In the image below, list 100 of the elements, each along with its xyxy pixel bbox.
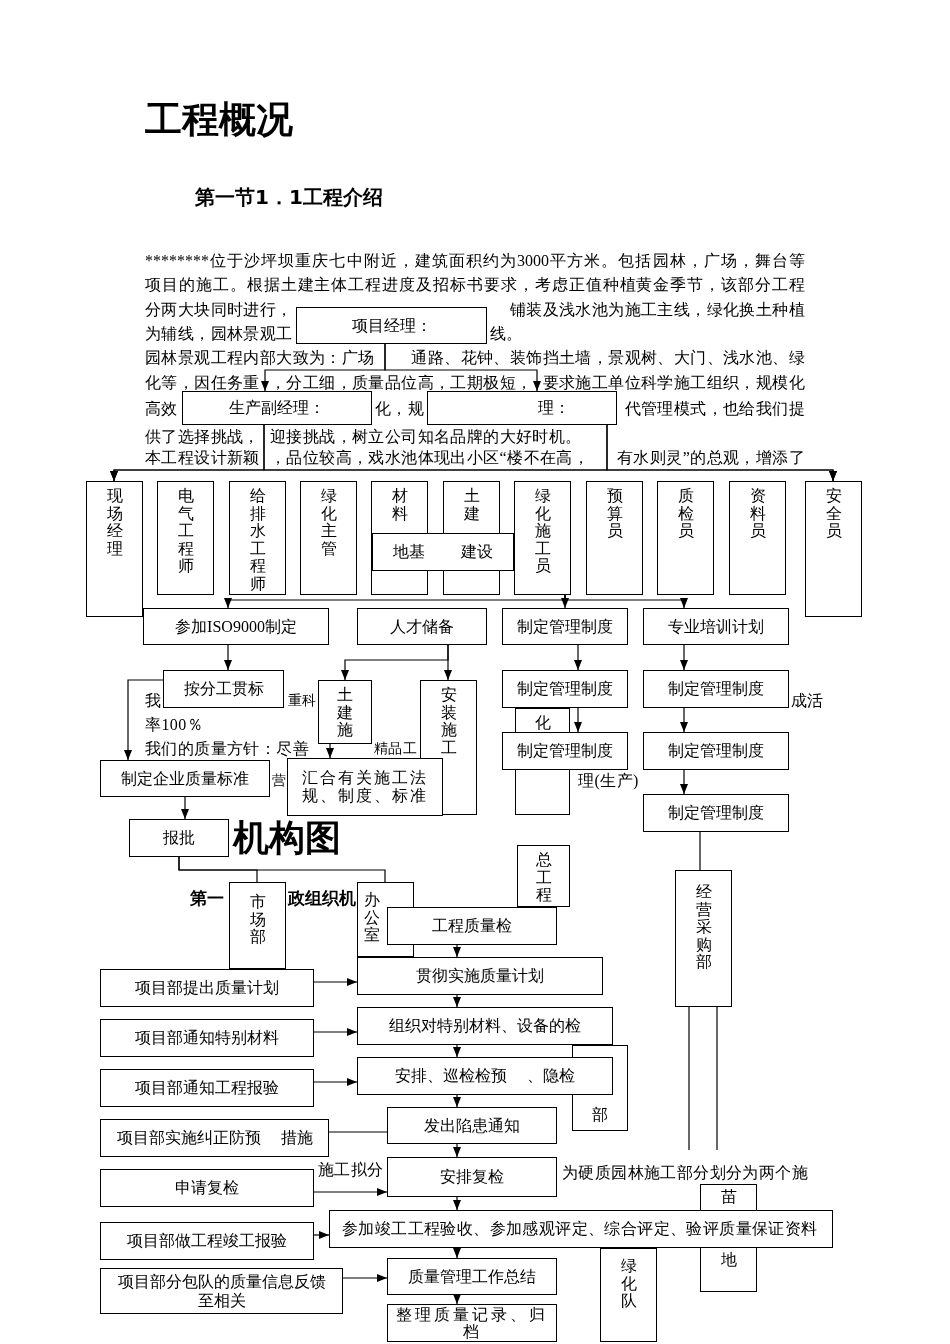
paragraph-text: ，品位较高，戏水池体现出小区“楼不在高， <box>270 449 590 467</box>
paragraph-text: 供了选择挑战， <box>145 428 260 446</box>
node-label: 安排复检 <box>440 1168 504 1186</box>
process-box <box>287 758 443 816</box>
paragraph-text: 本工程设计新颖 <box>145 449 260 467</box>
role-box <box>675 870 732 1007</box>
process-box <box>387 1157 557 1197</box>
page-title: 工程概况 <box>145 100 293 141</box>
connector-line <box>178 856 386 883</box>
role-box <box>229 481 286 595</box>
arrow <box>453 944 461 958</box>
paragraph-text: 精品工 <box>374 741 418 757</box>
paragraph-text: 率100％ <box>145 716 203 734</box>
arrow <box>313 1028 358 1036</box>
paragraph-text: 营 <box>272 773 287 789</box>
role-box <box>318 680 372 744</box>
process-box <box>129 819 229 857</box>
paragraph-text: 理(生产) <box>578 772 639 790</box>
org-chart-box <box>182 391 372 425</box>
node-label: 项目部分包队的质量信息反馈至相关 <box>116 1272 327 1310</box>
org-chart-box <box>296 307 487 344</box>
node-label: 地基 建设 <box>393 543 493 561</box>
paragraph-text: 要求施工单位科学施工组织，规模化 <box>542 374 805 392</box>
node-label: 发出陷患通知 <box>424 1116 520 1135</box>
node-label: 整理质量记录、归档 <box>395 1306 549 1340</box>
paragraph-text: 为硬质园林施工部分划分为两个施 <box>562 1164 808 1182</box>
arrow <box>453 1143 461 1158</box>
paragraph-text: 我们的质量方针：尽善 <box>145 740 309 758</box>
node-label: 土建 <box>463 487 480 523</box>
role-box <box>517 845 570 907</box>
node-label: 生产副经理： <box>229 399 325 417</box>
process-box <box>143 608 329 645</box>
role-box <box>229 882 286 969</box>
node-label: 制定管理制度 <box>668 804 764 822</box>
node-label: 绿化队 <box>620 1257 637 1310</box>
arrow <box>342 1274 388 1282</box>
node-label: 报批 <box>163 829 195 847</box>
paragraph-text: 项目的施工。根据土建主体工程进度及招标书要求，考虑正值种植黄金季节，该部分工程 <box>145 276 805 294</box>
node-label: 安全员 <box>825 487 842 540</box>
paragraph-text: 铺装及浅水池为施工主线，绿化换土种植 <box>509 301 805 319</box>
arrow <box>680 644 688 671</box>
node-label: 绿化施工员 <box>534 487 551 575</box>
process-box <box>387 907 557 945</box>
role-box <box>300 481 357 595</box>
heading-text: 第一 <box>190 889 224 908</box>
arrow <box>453 1044 461 1058</box>
process-box <box>329 1210 833 1248</box>
arrow <box>606 424 837 482</box>
node-label: 质量管理工作总结 <box>408 1267 536 1286</box>
node-label: 安排、巡检检预 、隐检 <box>395 1067 575 1085</box>
node-label: 总工程 <box>535 851 552 904</box>
arrow <box>574 707 582 733</box>
paragraph-text: 化，规 <box>375 400 425 418</box>
role-box <box>600 1248 657 1342</box>
process-box <box>387 1304 557 1342</box>
node-label: 申请复检 <box>175 1179 239 1197</box>
role-box <box>729 481 786 595</box>
node-label: 参加ISO9000制定 <box>175 617 297 636</box>
role-box <box>514 481 571 595</box>
connector-line <box>328 1131 388 1133</box>
node-label: 制定管理制度 <box>668 742 764 760</box>
node-label: 理： <box>538 399 570 417</box>
connector-line <box>716 1006 718 1151</box>
process-box <box>357 1057 613 1095</box>
node-label: 部 <box>592 1106 608 1124</box>
process-box <box>163 670 284 708</box>
paragraph-text: 迎接挑战，树立公司知名品牌的大好时机。 <box>270 428 582 446</box>
node-label: 贯彻实施质量计划 <box>416 967 544 985</box>
arrow <box>564 594 688 609</box>
connector-line <box>699 831 701 871</box>
process-box <box>100 1169 314 1207</box>
paragraph-text: 重科 <box>288 693 317 709</box>
process-box <box>100 1019 314 1057</box>
paragraph-text: 分两大块同时进行， <box>145 301 293 319</box>
node-label: 苗 <box>720 1188 737 1206</box>
org-chart-box <box>427 391 617 425</box>
arrow <box>313 1188 388 1196</box>
node-label: 安装施工 <box>440 686 457 757</box>
process-box <box>100 1119 329 1157</box>
process-box <box>502 670 628 708</box>
arrow <box>453 1294 461 1305</box>
paragraph-text: 成活 <box>791 692 824 710</box>
arrow <box>313 978 358 986</box>
node-label: 项目部做工程竣工报验 <box>127 1232 287 1250</box>
paragraph-text: 有水则灵”的总观，增添了 <box>617 449 805 467</box>
node-label: 市场部 <box>249 893 266 946</box>
node-label: 办公室 <box>364 891 380 944</box>
node-label: 人才储备 <box>390 617 454 636</box>
node-label: 制定管理制度 <box>668 680 764 698</box>
arrow <box>574 644 582 671</box>
node-label: 制定管理制度 <box>517 742 613 760</box>
node-label: 绿化主管 <box>320 487 337 558</box>
arrow <box>444 644 452 681</box>
process-box <box>643 608 789 645</box>
heading-text: 政组织机 <box>288 889 356 908</box>
process-box <box>643 670 789 708</box>
node-label: 地 <box>720 1251 737 1269</box>
org-chart-box <box>372 533 514 571</box>
heading-text: 机构图 <box>233 818 341 858</box>
node-label: 电气工程师 <box>177 487 194 575</box>
